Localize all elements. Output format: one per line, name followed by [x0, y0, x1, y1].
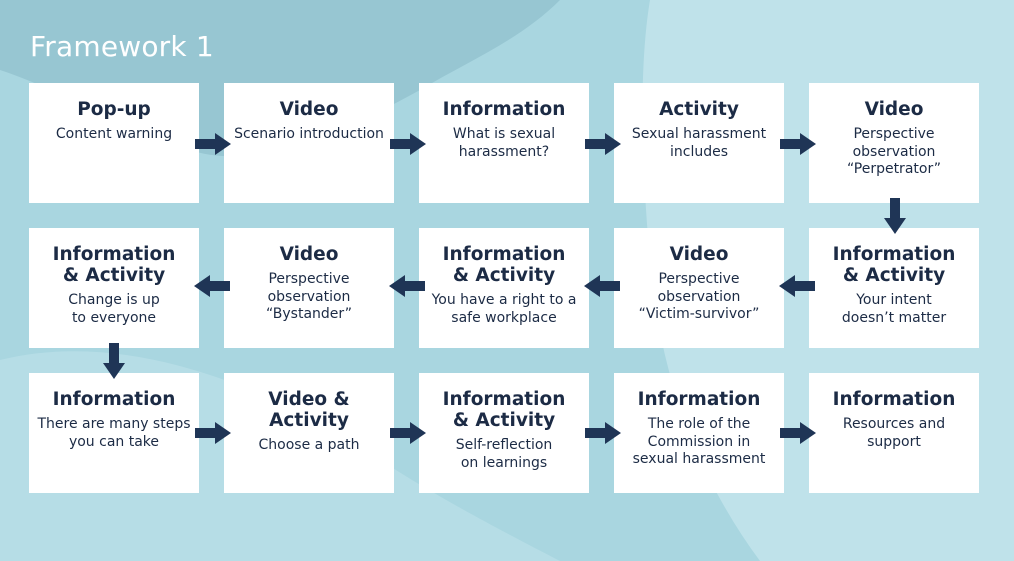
- arrow-right-icon: [390, 133, 426, 155]
- arrow-right-icon: [195, 133, 231, 155]
- arrow-right-icon: [390, 422, 426, 444]
- step-description: Perspective observation “Victim-survivor…: [638, 271, 760, 322]
- step-description: There are many steps you can take: [37, 416, 191, 450]
- page-title: Framework 1: [30, 30, 214, 63]
- step-description: Choose a path: [258, 437, 360, 453]
- step-description: Your intent doesn’t matter: [841, 292, 947, 326]
- step-description: You have a right to a safe workplace: [431, 292, 577, 326]
- step-change-is-up-to-everyone: Information & Activity Change is up to e…: [29, 228, 199, 348]
- step-heading: Video: [669, 244, 729, 265]
- step-heading: Pop-up: [77, 99, 151, 120]
- step-heading: Information & Activity: [442, 389, 566, 431]
- step-choose-a-path: Video & Activity Choose a path: [224, 373, 394, 493]
- arrow-left-icon: [194, 275, 230, 297]
- step-heading: Information: [442, 99, 566, 120]
- arrow-down-icon: [103, 343, 125, 379]
- arrow-right-icon: [780, 133, 816, 155]
- step-description: Perspective observation “Perpetrator”: [846, 126, 942, 177]
- step-description: Perspective observation “Bystander”: [265, 271, 353, 322]
- step-popup-content-warning: Pop-up Content warning: [29, 83, 199, 203]
- arrow-left-icon: [584, 275, 620, 297]
- step-heading: Information: [52, 389, 176, 410]
- arrow-left-icon: [779, 275, 815, 297]
- step-heading: Information & Activity: [442, 244, 566, 286]
- step-video-victim-survivor: Video Perspective observation “Victim-su…: [614, 228, 784, 348]
- step-heading: Video: [279, 99, 339, 120]
- step-description: Sexual harassment includes: [631, 126, 767, 160]
- step-heading: Information: [637, 389, 761, 410]
- step-description: The role of the Commission in sexual har…: [632, 416, 766, 467]
- arrow-down-icon: [884, 198, 906, 234]
- step-heading: Information & Activity: [52, 244, 176, 286]
- arrow-right-icon: [585, 133, 621, 155]
- step-heading: Video & Activity: [268, 389, 350, 431]
- step-description: Self-reflection on learnings: [455, 437, 553, 471]
- step-video-scenario-introduction: Video Scenario introduction: [224, 83, 394, 203]
- arrow-left-icon: [389, 275, 425, 297]
- step-video-perpetrator: Video Perspective observation “Perpetrat…: [809, 83, 979, 203]
- step-activity-sexual-harassment-includes: Activity Sexual harassment includes: [614, 83, 784, 203]
- step-heading: Video: [864, 99, 924, 120]
- arrow-right-icon: [585, 422, 621, 444]
- step-self-reflection: Information & Activity Self-reflection o…: [419, 373, 589, 493]
- step-heading: Activity: [659, 99, 739, 120]
- step-description: Resources and support: [842, 416, 946, 450]
- step-description: Scenario introduction: [234, 126, 384, 142]
- step-role-of-the-commission: Information The role of the Commission i…: [614, 373, 784, 493]
- step-description: Content warning: [55, 126, 173, 142]
- step-many-steps-you-can-take: Information There are many steps you can…: [29, 373, 199, 493]
- step-description: What is sexual harassment?: [452, 126, 556, 160]
- step-heading: Information & Activity: [832, 244, 956, 286]
- step-heading: Information: [832, 389, 956, 410]
- step-your-intent-doesnt-matter: Information & Activity Your intent doesn…: [809, 228, 979, 348]
- step-description: Change is up to everyone: [68, 292, 160, 326]
- arrow-right-icon: [780, 422, 816, 444]
- step-video-bystander: Video Perspective observation “Bystander…: [224, 228, 394, 348]
- step-heading: Video: [279, 244, 339, 265]
- step-resources-and-support: Information Resources and support: [809, 373, 979, 493]
- arrow-right-icon: [195, 422, 231, 444]
- step-right-to-safe-workplace: Information & Activity You have a right …: [419, 228, 589, 348]
- step-information-what-is-sexual-harassment: Information What is sexual harassment?: [419, 83, 589, 203]
